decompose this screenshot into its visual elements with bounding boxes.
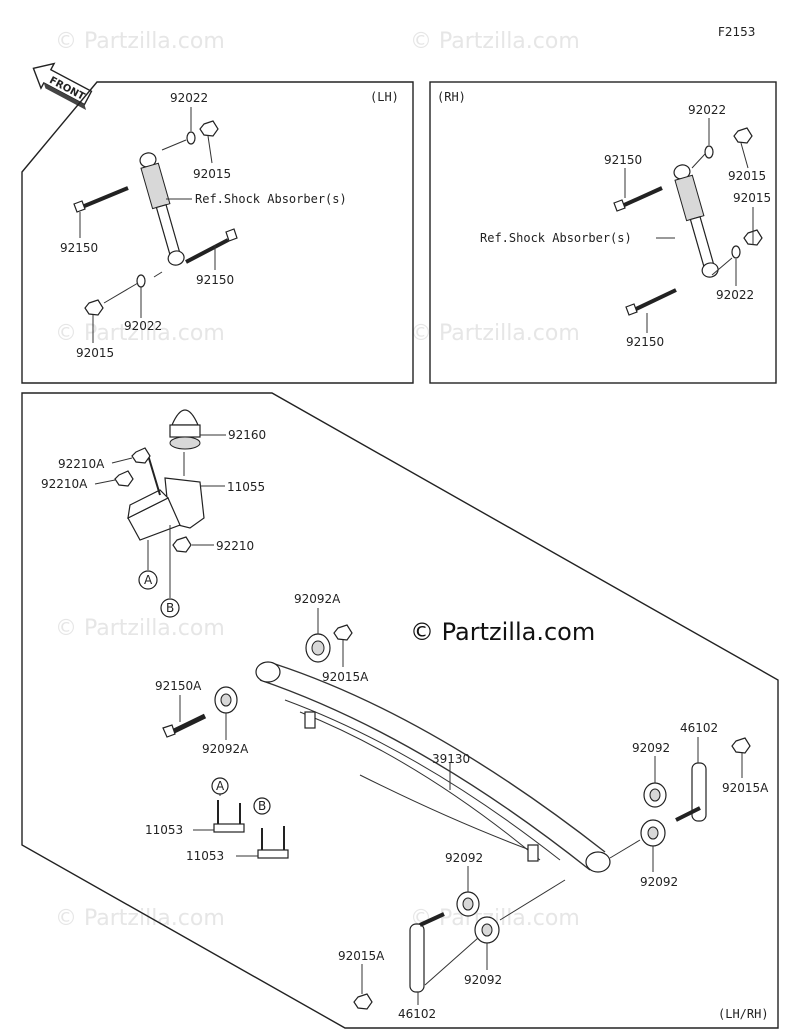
label-39130: 39130 [432, 752, 470, 766]
label-46102: 46102 [680, 721, 718, 735]
bolt-icon [185, 228, 238, 264]
figure-code: F2153 [718, 25, 755, 39]
label-92015A: 92015A [322, 670, 369, 684]
label-92210A: 92210A [41, 477, 88, 491]
watermark-text: © Partzilla.com [55, 616, 225, 641]
bolt-icon [625, 288, 677, 316]
callout-a [211, 777, 229, 795]
nut-icon [199, 120, 219, 137]
shock-absorber-lh [139, 152, 185, 266]
washer-icon [186, 131, 196, 145]
label-11055: 11055 [227, 480, 265, 494]
label-92022: 92022 [124, 319, 162, 333]
label-92150: 92150 [604, 153, 642, 167]
label-92092A: 92092A [294, 592, 341, 606]
watermarks: © Partzilla.com © Partzilla.com © Partzi… [55, 29, 580, 931]
callout-b [253, 797, 271, 815]
label-92015A: 92015A [722, 781, 769, 795]
nut-icon [172, 536, 192, 553]
ref-shock-absorber-rh: Ref.Shock Absorber(s) [480, 231, 632, 245]
bushing-icon [474, 916, 500, 944]
ref-shock-absorber-lh: Ref.Shock Absorber(s) [195, 192, 347, 206]
washer-icon [731, 245, 741, 259]
callout-b-label: B [166, 601, 174, 615]
bolt-icon [613, 186, 663, 212]
leaf-spring-icon [255, 661, 611, 873]
washer-icon [136, 274, 146, 288]
nut-icon [733, 127, 753, 144]
label-11053: 11053 [145, 823, 183, 837]
u-bolt-icon [213, 800, 245, 833]
shackle-icon [409, 912, 445, 993]
rh-panel-border [429, 81, 777, 384]
watermark-text: © Partzilla.com [55, 321, 225, 346]
bump-stop-icon [169, 409, 201, 450]
label-92092: 92092 [464, 973, 502, 987]
watermark-text: © Partzilla.com [410, 321, 580, 346]
label-92150: 92150 [626, 335, 664, 349]
lh-panel-border [21, 81, 414, 384]
u-bolt-icon [257, 826, 289, 859]
label-92092A: 92092A [202, 742, 249, 756]
bracket-icon [127, 454, 205, 541]
bushing-icon [456, 891, 480, 917]
nut-icon [731, 737, 751, 754]
bushing-icon [305, 633, 331, 663]
label-92015: 92015 [193, 167, 231, 181]
label-92015: 92015 [733, 191, 771, 205]
leaf-side-label: (LH/RH) [718, 1007, 769, 1021]
bushing-icon [214, 686, 238, 714]
shackle-icon [675, 762, 707, 822]
label-92150: 92150 [196, 273, 234, 287]
rh-side-label: (RH) [437, 90, 466, 104]
label-92210: 92210 [216, 539, 254, 553]
label-92015: 92015 [76, 346, 114, 360]
rh-panel: (RH) 92022 92150 92015 92015 [429, 81, 777, 384]
label-92210A: 92210A [58, 457, 105, 471]
label-92022: 92022 [170, 91, 208, 105]
callout-a-label: A [144, 573, 153, 587]
lh-panel: (LH) 92022 92015 [21, 81, 414, 384]
nut-icon [353, 993, 373, 1010]
bolt-icon [162, 713, 207, 738]
bushing-icon [640, 819, 666, 847]
partzilla-copyright: © Partzilla.com [410, 618, 595, 646]
ubolt-callout-b: B [258, 799, 266, 813]
watermark-text: © Partzilla.com [55, 906, 225, 931]
nut-icon [131, 447, 151, 464]
callout-b [160, 598, 180, 618]
watermark-text: © Partzilla.com [55, 29, 225, 54]
label-92150: 92150 [60, 241, 98, 255]
label-92150A: 92150A [155, 679, 202, 693]
label-92092: 92092 [640, 875, 678, 889]
label-92015A: 92015A [338, 949, 385, 963]
label-11053: 11053 [186, 849, 224, 863]
callout-a [138, 570, 158, 590]
bolt-icon [73, 186, 129, 213]
lh-side-label: (LH) [370, 90, 399, 104]
nut-icon [333, 624, 353, 641]
leaf-spring-panel: (LH/RH) © Partzilla.com 92160 11055 9221… [21, 392, 779, 1029]
leaf-panel-border [21, 392, 779, 1029]
label-92160: 92160 [228, 428, 266, 442]
ubolt-callout-a: A [216, 779, 225, 793]
shock-absorber-rh [673, 164, 719, 278]
watermark-text: © Partzilla.com [410, 29, 580, 54]
nut-icon [114, 470, 134, 487]
label-46102: 46102 [398, 1007, 436, 1021]
washer-icon [704, 145, 714, 159]
label-92022: 92022 [688, 103, 726, 117]
label-92092: 92092 [445, 851, 483, 865]
label-92092: 92092 [632, 741, 670, 755]
front-arrow-icon: FRONT [32, 62, 93, 110]
nut-icon [84, 299, 104, 316]
label-92015: 92015 [728, 169, 766, 183]
label-92022: 92022 [716, 288, 754, 302]
bushing-icon [643, 782, 667, 808]
